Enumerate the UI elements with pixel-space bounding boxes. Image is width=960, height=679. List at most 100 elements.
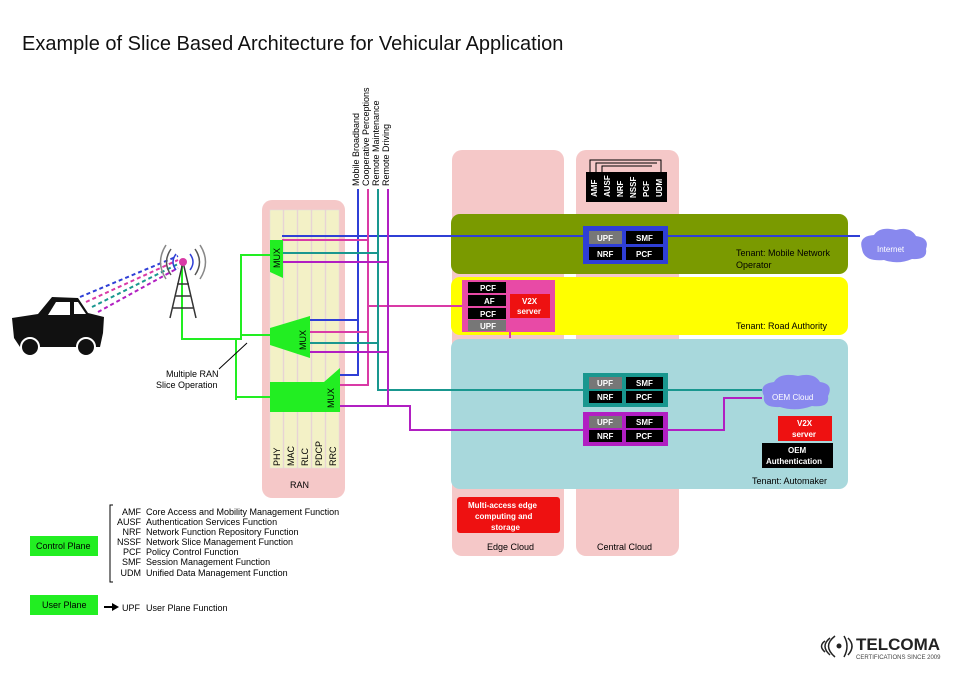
svg-text:AF: AF (484, 297, 495, 306)
tenant-operator-label-2: Operator (736, 260, 772, 270)
service-mobile-broadband: Mobile Broadband (351, 113, 361, 186)
mux-2: MUX (270, 316, 310, 358)
automaker-v2x-server: V2X server (778, 416, 832, 441)
service-remote-driving: Remote Driving (381, 124, 391, 186)
control-plane-lines (181, 254, 272, 400)
central-control-functions: AMF AUSF NRF NSSF PCF UDM (586, 159, 667, 202)
svg-text:Authentication: Authentication (766, 457, 822, 466)
svg-text:UPF: UPF (597, 418, 613, 427)
layer-pdcp: PDCP (314, 441, 324, 466)
car-icon (12, 297, 104, 357)
slice-op-pointer (218, 342, 248, 370)
legend-control-plane (30, 536, 98, 556)
svg-text:NRF: NRF (597, 393, 614, 402)
cc-nrf: NRF (616, 180, 625, 197)
svg-text:Unified Data Management Functi: Unified Data Management Function (146, 568, 288, 578)
svg-text:PCF: PCF (480, 310, 496, 319)
svg-text:MUX: MUX (298, 330, 308, 350)
svg-text:PCF: PCF (636, 393, 652, 402)
cc-ausf: AUSF (603, 175, 612, 197)
svg-text:Session Management Function: Session Management Function (146, 557, 270, 567)
svg-text:OEM: OEM (788, 446, 807, 455)
svg-text:Network Function Repository Fu: Network Function Repository Function (146, 527, 299, 537)
cell-tower-icon (159, 244, 207, 319)
svg-text:PCF: PCF (480, 284, 496, 293)
svg-text:SMF: SMF (636, 418, 653, 427)
svg-text:Core Access and Mobility Manag: Core Access and Mobility Management Func… (146, 507, 339, 517)
svg-text:User Plane: User Plane (42, 600, 87, 610)
svg-text:SMF: SMF (122, 557, 142, 567)
svg-text:server: server (792, 430, 816, 439)
svg-text:computing and: computing and (475, 512, 532, 521)
svg-text:NSSF: NSSF (117, 537, 142, 547)
svg-text:V2X: V2X (797, 419, 813, 428)
svg-text:MUX: MUX (272, 248, 282, 268)
layer-mac: MAC (286, 446, 296, 467)
svg-text:NRF: NRF (123, 527, 142, 537)
mux-3: MUX (270, 368, 340, 412)
tenant-operator-label-1: Tenant: Mobile Network (736, 248, 831, 258)
telcoma-logo: TELCOMA CERTIFICATIONS SINCE 2009 (820, 635, 941, 661)
road-nf-block: PCF AF PCF UPF V2X server (462, 280, 555, 332)
cc-pcf: PCF (642, 181, 651, 197)
automaker-nf-block-maintenance: UPF SMF NRF PCF (583, 373, 668, 407)
svg-text:Internet: Internet (877, 245, 905, 254)
svg-text:User Plane Function: User Plane Function (146, 603, 228, 613)
internet-cloud: Internet (861, 228, 927, 263)
cc-udm: UDM (655, 178, 664, 197)
svg-text:UPF: UPF (122, 603, 141, 613)
legend-user-plane (30, 595, 98, 615)
multi-ran-label-1: Multiple RAN (166, 369, 219, 379)
svg-text:UPF: UPF (597, 234, 613, 243)
edge-cloud-label: Edge Cloud (487, 542, 534, 552)
svg-text:UPF: UPF (480, 322, 496, 331)
svg-text:SMF: SMF (636, 379, 653, 388)
svg-text:V2X: V2X (522, 297, 538, 306)
oem-authentication: OEM Authentication (762, 443, 833, 468)
svg-text:SMF: SMF (636, 234, 653, 243)
cc-amf: AMF (590, 180, 599, 197)
mux-1: MUX (270, 240, 283, 278)
svg-text:Policy Control Function: Policy Control Function (146, 547, 239, 557)
svg-text:Network Slice Management Funct: Network Slice Management Function (146, 537, 293, 547)
svg-text:MUX: MUX (326, 388, 336, 408)
service-remote-maintenance: Remote Maintenance (371, 100, 381, 186)
svg-text:AMF: AMF (122, 507, 142, 517)
svg-text:Authentication Services Functi: Authentication Services Function (146, 517, 277, 527)
layer-rrc: RRC (328, 446, 338, 466)
radio-beams (79, 255, 179, 313)
service-cooperative-perceptions: Cooperative Perceptions (361, 87, 371, 186)
svg-text:PCF: PCF (636, 250, 652, 259)
svg-text:Control Plane: Control Plane (36, 541, 91, 551)
oem-cloud: OEM Cloud (762, 374, 830, 410)
svg-text:PCF: PCF (123, 547, 142, 557)
svg-text:Multi-access edge: Multi-access edge (468, 501, 537, 510)
tenant-automaker-label: Tenant: Automaker (752, 476, 827, 486)
svg-text:NRF: NRF (597, 250, 614, 259)
svg-text:NRF: NRF (597, 432, 614, 441)
svg-text:UDM: UDM (121, 568, 142, 578)
svg-text:CERTIFICATIONS SINCE 2009: CERTIFICATIONS SINCE 2009 (856, 655, 941, 661)
svg-text:OEM Cloud: OEM Cloud (772, 393, 813, 402)
automaker-nf-block-driving: UPF SMF NRF PCF (583, 412, 668, 446)
svg-text:AUSF: AUSF (117, 517, 142, 527)
legend: Control Plane AMF Core Access and Mobili… (30, 504, 339, 615)
svg-text:PCF: PCF (636, 432, 652, 441)
mec-box: Multi-access edge computing and storage (457, 497, 560, 533)
svg-text:storage: storage (491, 523, 520, 532)
page-title: Example of Slice Based Architecture for … (22, 33, 563, 55)
svg-text:UPF: UPF (597, 379, 613, 388)
multi-ran-label-2: Slice Operation (156, 380, 218, 390)
ran-label: RAN (290, 480, 309, 490)
operator-nf-block: UPF SMF NRF PCF (583, 226, 668, 264)
layer-rlc: RLC (300, 447, 310, 466)
svg-text:server: server (517, 307, 541, 316)
tenant-road-label: Tenant: Road Authority (736, 321, 828, 331)
svg-text:TELCOMA: TELCOMA (856, 635, 940, 654)
slice-lines (282, 189, 860, 431)
layer-phy: PHY (272, 447, 282, 466)
cc-nssf: NSSF (629, 177, 638, 198)
central-cloud-label: Central Cloud (597, 542, 652, 552)
